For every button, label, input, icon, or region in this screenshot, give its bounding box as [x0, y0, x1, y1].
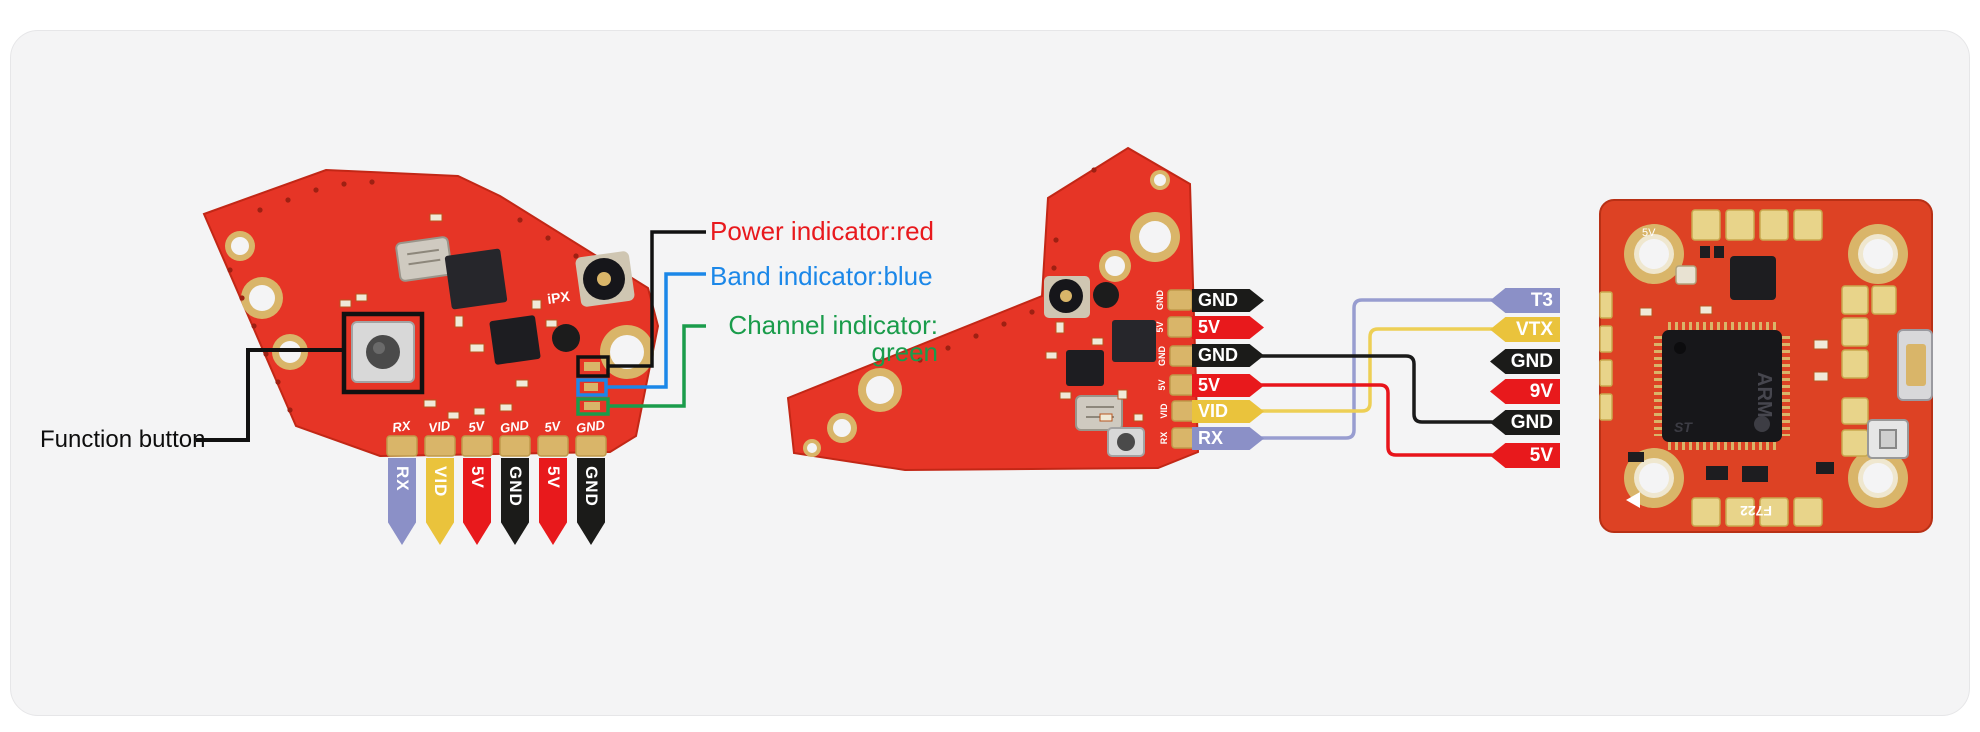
vtx-pin-tag-5v: 5V [1192, 316, 1264, 339]
channel-indicator-label: Channel indicator: green [710, 312, 938, 366]
solder-pads [1167, 289, 1197, 449]
svg-text:VID: VID [1159, 403, 1169, 419]
chip-large [1112, 320, 1156, 362]
silkscreen-ipx: iPX [546, 288, 571, 307]
silkscreen-pin-label: VID [428, 418, 452, 436]
connection-wires [1254, 298, 1494, 457]
mcu-chip: ARM ST [1654, 322, 1790, 450]
fc-pin-tag-gnd: GND [1490, 349, 1560, 374]
vtx-pin-tag-gnd-2: GND [1192, 344, 1264, 367]
svg-text:5V: 5V [1155, 321, 1165, 332]
vtx-pcb-outline [202, 168, 660, 458]
function-button-callout-box [341, 311, 425, 395]
svg-text:RX: RX [1159, 432, 1169, 445]
fc-silkscreen-5v: 5V [1642, 227, 1656, 239]
fc-pin-tag-t3: T3 [1490, 288, 1560, 313]
fc-pin-tag-gnd-2: GND [1490, 410, 1560, 435]
channel-indicator-line1: Channel indicator: [728, 310, 938, 340]
function-button-label: Function button [40, 426, 206, 453]
ipx-antenna-connector [575, 251, 635, 307]
wire-gnd-to-gnd [1254, 354, 1494, 424]
silkscreen-pin-label: 5V [543, 418, 562, 435]
fc-silkscreen-model: F722 [1740, 503, 1772, 519]
crystal-oscillator [395, 236, 453, 282]
wire-vid-to-vtx [1254, 327, 1494, 413]
chip-small [1066, 350, 1104, 386]
vtx-pin-tag-rx: RX [1192, 427, 1264, 450]
silkscreen-pin-label: GND [499, 417, 530, 436]
silkscreen-pin-label: RX [391, 418, 412, 436]
orientation-arrow [1626, 492, 1640, 508]
fc-pin-tag-5v: 5V [1490, 443, 1560, 468]
vtx-pin-tag-5v-2: 5V [1192, 374, 1264, 397]
svg-text:5V: 5V [1157, 379, 1167, 390]
vtx-board-top-view: RX VID 5V GND 5V GND [196, 168, 706, 458]
passive-components [1628, 246, 1834, 482]
passive-components [339, 213, 558, 420]
barometer [1675, 265, 1697, 285]
mounting-holes [803, 170, 1180, 457]
gyro-chip [1730, 256, 1776, 300]
mcu-st-logo: ST [1674, 419, 1693, 435]
passive-components [1045, 321, 1144, 422]
vtx-pin-tag-vid: VID [1192, 400, 1264, 423]
silkscreen-pin-label: 5V [467, 418, 486, 435]
usb-connector [1897, 329, 1933, 401]
ipx-antenna-connector [1044, 276, 1090, 318]
function-button-leader [196, 348, 344, 442]
band-indicator-label: Band indicator:blue [710, 261, 933, 291]
chip-small [489, 315, 541, 365]
svg-text:GND: GND [1155, 290, 1165, 311]
vtx-pin-tag-gnd: GND [1192, 289, 1264, 312]
mounting-holes [1624, 224, 1908, 508]
via-dots [917, 167, 1097, 363]
mcu-arm-label: ARM [1753, 372, 1775, 418]
svg-text:GND: GND [1157, 346, 1167, 367]
function-button [351, 321, 415, 383]
microphone [1093, 282, 1119, 308]
fc-pin-tag-9v: 9V [1490, 379, 1560, 404]
vtx-board-side-view: GND 5V GND 5V VID RX [786, 146, 1200, 472]
fc-board: ARM ST [1599, 199, 1933, 533]
boot-button [1867, 419, 1909, 459]
function-button [1107, 427, 1145, 457]
silkscreen-pin-labels: GND 5V GND 5V VID RX [1155, 290, 1169, 445]
wire-rx-to-t3 [1254, 298, 1494, 440]
esc-pads [1599, 209, 1897, 527]
solder-pads [386, 435, 607, 457]
microphone [552, 324, 580, 352]
channel-indicator-leader [608, 324, 706, 408]
fc-pin-tag-vtx: VTX [1490, 317, 1560, 342]
wire-5v-to-5v [1254, 383, 1494, 457]
silkscreen-pin-label: GND [575, 417, 606, 436]
power-indicator-label: Power indicator:red [710, 216, 934, 246]
power-indicator-leader [608, 230, 706, 368]
callout-leader-lines [196, 230, 706, 442]
crystal-oscillator [1075, 395, 1123, 431]
chip-large [444, 248, 508, 310]
via-dots [227, 179, 579, 413]
channel-indicator-line2: green [871, 337, 939, 367]
band-indicator-leader [606, 272, 706, 389]
silkscreen-pin-labels: RX VID 5V GND 5V GND [391, 417, 606, 436]
